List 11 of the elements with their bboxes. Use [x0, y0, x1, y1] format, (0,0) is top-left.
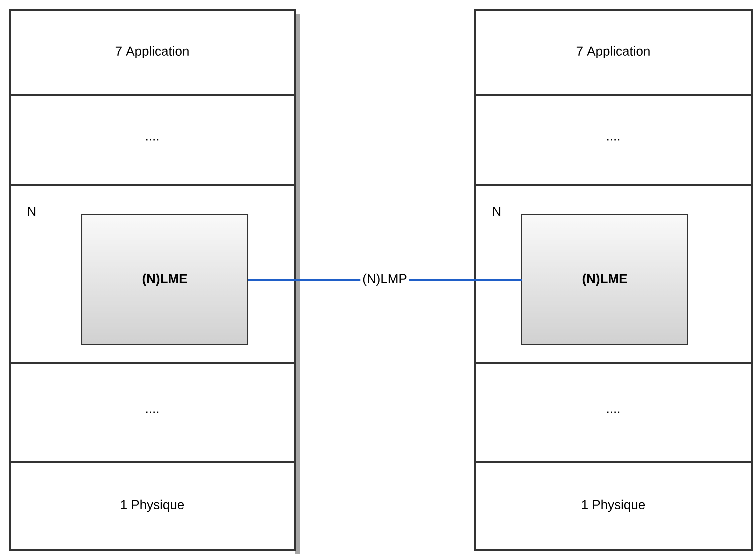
entity-box: (N)LME — [82, 214, 248, 346]
entity-box: (N)LME — [522, 214, 688, 346]
layer-box: .... — [9, 362, 296, 463]
layer-box: .... — [9, 94, 296, 186]
layer-box: 7 Application — [474, 9, 753, 96]
layer-box: 7 Application — [9, 9, 296, 96]
layer-box: .... — [474, 362, 753, 463]
layer-box: 1 Physique — [9, 461, 296, 551]
edge-label: (N)LMP — [360, 272, 410, 288]
layer-box: 1 Physique — [474, 461, 753, 551]
layer-box: .... — [474, 94, 753, 186]
